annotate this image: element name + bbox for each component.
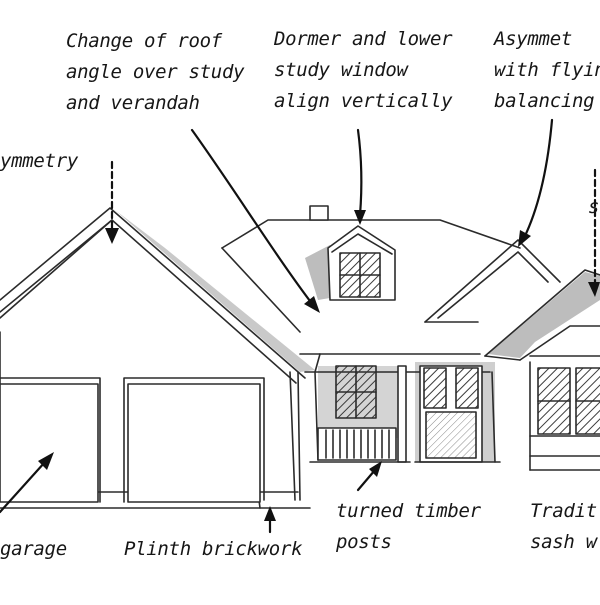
wall-left-corner bbox=[289, 371, 296, 501]
label-line: with flyin bbox=[494, 59, 600, 81]
garage-door-left bbox=[0, 383, 99, 503]
label-line: s bbox=[588, 196, 600, 218]
label-line: turned timber bbox=[336, 500, 481, 522]
arrow-posts bbox=[356, 468, 377, 492]
verandah-post bbox=[397, 365, 407, 463]
label-line: and verandah bbox=[66, 92, 200, 114]
annotation-arrows bbox=[0, 118, 600, 534]
label-garage: garage bbox=[0, 534, 67, 565]
label-line: sash w bbox=[530, 531, 597, 553]
arrow-roof-angle bbox=[190, 128, 315, 307]
left-gable-roof bbox=[0, 207, 306, 379]
left-gable-inner bbox=[0, 219, 297, 384]
label-line: balancing bbox=[494, 90, 595, 112]
label-line: Plinth brickwork bbox=[124, 538, 303, 560]
label-traditional-sash: Tradit sash w bbox=[530, 496, 597, 558]
label-line: garage bbox=[0, 538, 67, 560]
bay-roof-shade bbox=[488, 272, 600, 358]
label-dormer: Dormer and lower study window align vert… bbox=[274, 24, 453, 117]
label-line: angle over study bbox=[66, 61, 245, 83]
balustrade bbox=[317, 427, 397, 461]
label-plinth: Plinth brickwork bbox=[124, 534, 303, 565]
house-drawing bbox=[0, 205, 600, 509]
label-roof-angle: Change of roof angle over study and vera… bbox=[66, 26, 245, 119]
label-line: ymmetry bbox=[0, 150, 78, 172]
dormer-roof-shade bbox=[305, 245, 330, 300]
label-line: study window bbox=[274, 59, 408, 81]
label-right-edge: s bbox=[588, 192, 599, 223]
arrow-dormer bbox=[356, 128, 363, 217]
label-line: Tradit bbox=[530, 500, 597, 522]
label-line: posts bbox=[336, 531, 392, 553]
left-gable-inner2 bbox=[0, 219, 113, 319]
label-line: Asymmet bbox=[494, 28, 572, 50]
balustrade-spindles bbox=[325, 429, 390, 459]
arrow-garage bbox=[0, 460, 47, 514]
flying-gable-fill bbox=[430, 240, 555, 322]
main-roof-ridge bbox=[221, 219, 521, 249]
garage-door-right bbox=[127, 383, 261, 503]
chimney bbox=[309, 205, 329, 221]
gable-shadow bbox=[115, 210, 315, 372]
arrow-asymmetry bbox=[522, 118, 554, 240]
label-asymmetry: Asymmet with flyin balancing bbox=[494, 24, 600, 117]
flying-gable bbox=[424, 239, 561, 323]
label-line: Change of roof bbox=[66, 30, 222, 52]
label-line: align vertically bbox=[274, 90, 453, 112]
label-symmetry: ymmetry bbox=[0, 146, 78, 177]
label-timber-posts: turned timber posts bbox=[336, 496, 481, 558]
label-line: Dormer and lower bbox=[274, 28, 453, 50]
